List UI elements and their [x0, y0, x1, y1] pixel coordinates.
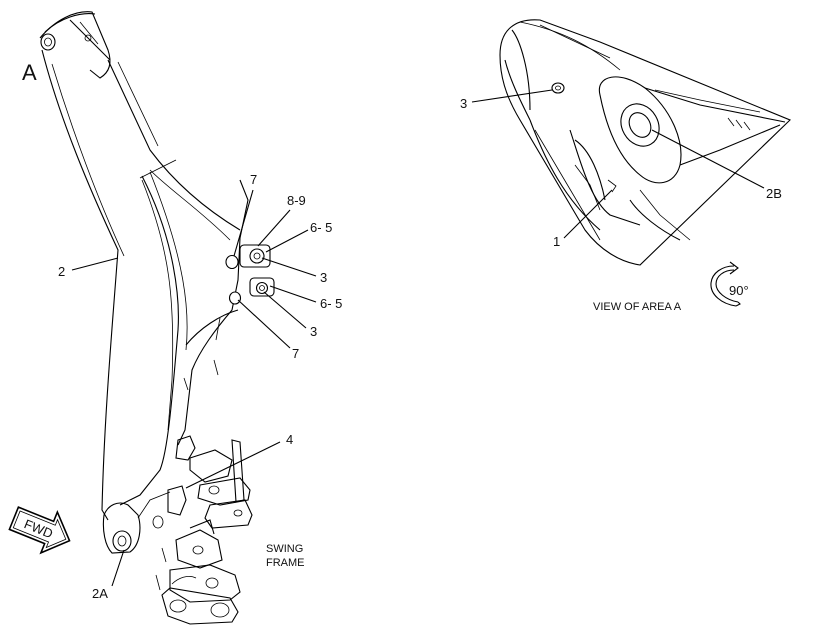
boom-foot-pin-icon: [112, 530, 132, 552]
detail-callout-2b: 2B: [766, 186, 782, 201]
callout-3-top: 3: [320, 270, 327, 285]
callout-2a: 2A: [92, 586, 108, 601]
pin-icon: [225, 254, 239, 270]
boom-top-pin-icon: [40, 33, 56, 51]
callout-8-9: 8-9: [287, 193, 306, 208]
view-label: A: [22, 60, 37, 85]
callout-4: 4: [286, 432, 293, 447]
forward-arrow-icon: FWD: [8, 506, 71, 555]
swing-frame-label-1: SWING: [266, 543, 303, 555]
callout-2: 2: [58, 264, 65, 279]
callout-7-bottom: 7: [292, 346, 299, 361]
detail-callout-3: 3: [460, 96, 467, 111]
swing-frame-label-2: FRAME: [266, 557, 305, 569]
callout-6-5-top: 6- 5: [310, 220, 332, 235]
boom-assembly: [39, 11, 275, 625]
detail-caption: VIEW OF AREA A: [593, 301, 682, 313]
grease-fitting-icon: [551, 82, 565, 94]
detail-callout-1: 1: [553, 234, 560, 249]
callout-3-bottom: 3: [310, 324, 317, 339]
callout-6-5-bottom: 6- 5: [320, 296, 342, 311]
callouts-main: A 2 2A 7 8-9 6- 5 3 6- 5 3 7 4 SWING FRA…: [22, 60, 342, 601]
rotate-arrow-icon: [710, 261, 741, 307]
detail-view: 3 2B 1 VIEW OF AREA A 90°: [460, 19, 791, 313]
rotation-label: 90°: [729, 283, 749, 298]
callout-7-top: 7: [250, 172, 257, 187]
